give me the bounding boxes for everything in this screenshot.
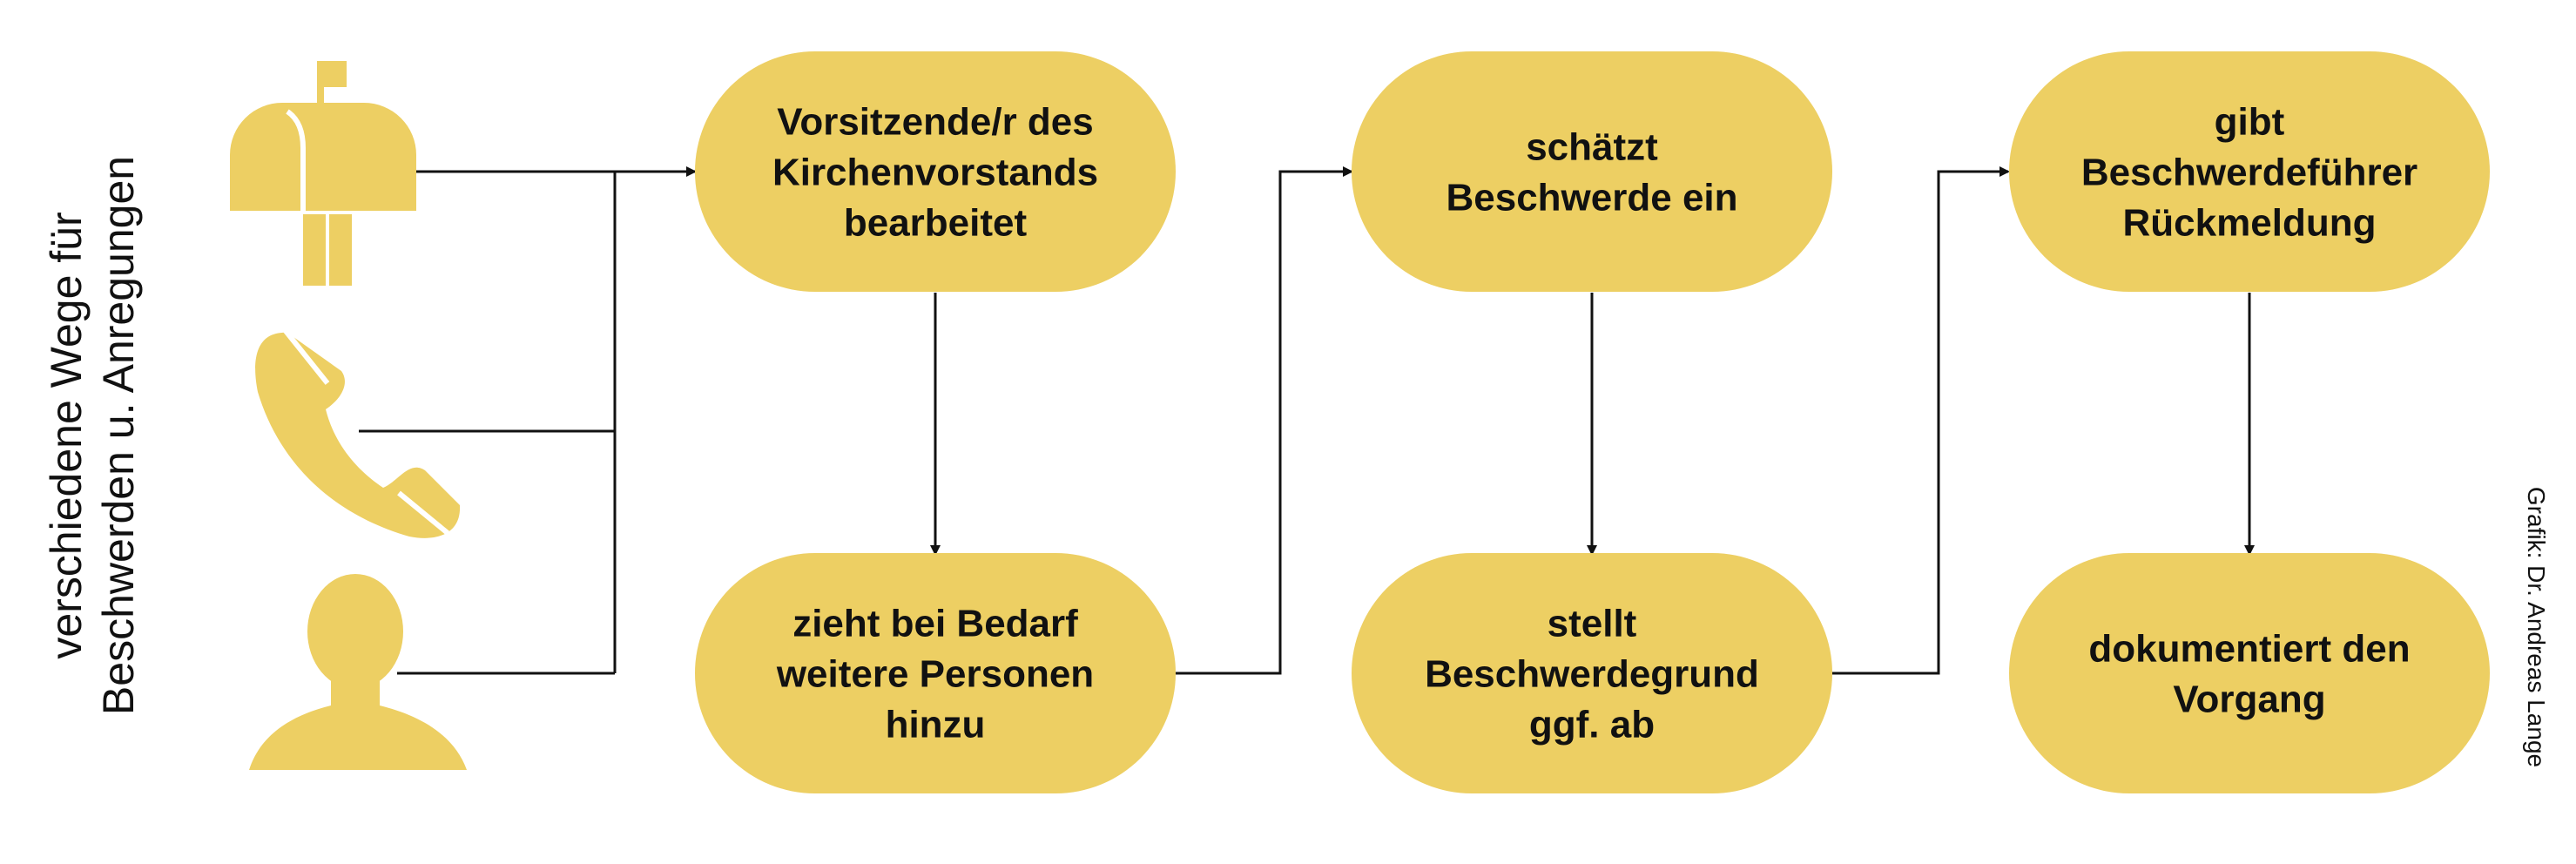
node-label-line: Kirchenvorstands	[772, 151, 1098, 193]
node-label-line: gibt	[2215, 100, 2285, 143]
node-label-line: Vorsitzende/r des	[777, 100, 1094, 143]
flow-connectors	[930, 166, 2255, 675]
node-label-line: Vorgang	[2173, 678, 2325, 720]
node-label-line: weitere Personen	[776, 652, 1094, 695]
mailbox-icon	[230, 61, 416, 286]
credit-text: Grafik: Dr. Andreas Lange	[2523, 487, 2550, 767]
node-label-line: ggf. ab	[1529, 703, 1655, 746]
node-label-line: schätzt	[1526, 125, 1658, 168]
node-label-line: Beschwerde ein	[1446, 176, 1737, 219]
side-label-line1: verschiedene Wege für	[42, 212, 91, 658]
side-label-line2: Beschwerden u. Anregungen	[94, 156, 143, 715]
node-shape	[695, 51, 1176, 292]
node-shape	[695, 553, 1176, 793]
phone-icon	[255, 329, 461, 538]
node-shape	[2009, 553, 2490, 793]
side-label: verschiedene Wege für Beschwerden u. Anr…	[42, 156, 143, 715]
node-label-line: Beschwerdeführer	[2081, 151, 2418, 193]
channel-connectors	[359, 166, 697, 675]
node-shape	[2009, 51, 2490, 292]
node-label-line: bearbeitet	[844, 201, 1028, 244]
node-label-line: stellt	[1548, 602, 1637, 645]
node-label-line: zieht bei Bedarf	[792, 602, 1078, 645]
node-label-line: Rückmeldung	[2123, 201, 2377, 244]
node-label-line: hinzu	[886, 703, 986, 746]
node-shape	[1352, 51, 1832, 292]
node-shape	[1352, 553, 1832, 793]
node-label-line: dokumentiert den	[2088, 627, 2410, 670]
person-icon	[249, 574, 467, 770]
node-hinzu: zieht bei Bedarf weitere Personen hinzu	[695, 553, 1176, 793]
node-label-line: Beschwerdegrund	[1425, 652, 1759, 695]
